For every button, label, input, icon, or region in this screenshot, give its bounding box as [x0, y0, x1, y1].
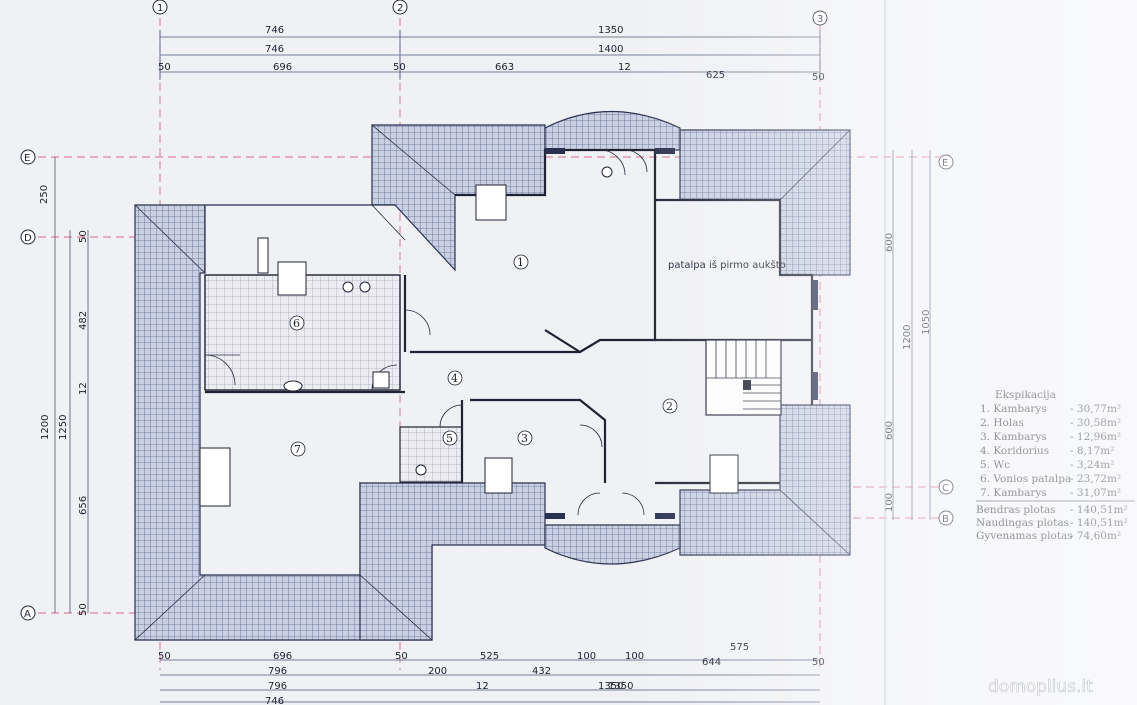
dim-bottom-100-a: 100 — [577, 651, 596, 662]
dim-bottom-50-c: 50 — [812, 657, 825, 668]
legend-total-2-value: - 140,51m² — [1070, 517, 1128, 529]
dim-bottom-50-a: 50 — [158, 651, 171, 662]
legend-total-2-label: Naudingas plotas — [976, 517, 1069, 529]
watermark-text: domoplius.lt — [988, 677, 1093, 697]
stair-room-note: patalpa iš pirmo aukšto — [668, 259, 786, 271]
dim-left-250: 250 — [39, 185, 50, 204]
dim-top-1350: 1350 — [598, 25, 623, 36]
dim-top-50-a: 50 — [158, 62, 171, 73]
legend-item-7-value: - 31,07m² — [1070, 487, 1121, 499]
dim-top-1400: 1400 — [598, 44, 623, 55]
legend-item-6-label: 6. Vonios patalpa — [980, 473, 1071, 485]
legend-total-3-label: Gyvenamas plotas — [976, 530, 1073, 542]
axis-top-2: 2 — [397, 3, 403, 14]
dim-left-50-a: 50 — [78, 230, 89, 243]
legend-item-3-value: - 12,96m² — [1070, 431, 1121, 443]
dim-bottom-525: 525 — [480, 651, 499, 662]
axis-top-1: 1 — [157, 3, 163, 14]
dim-right-600-b: 600 — [884, 421, 895, 440]
room-4-label: 4 — [451, 372, 458, 385]
axis-left-e: E — [24, 153, 30, 164]
dim-top-50-c: 50 — [812, 72, 825, 83]
dim-bottom-12: 12 — [476, 681, 489, 692]
legend-item-5-label: 5. Wc — [980, 459, 1010, 471]
dim-top-625: 625 — [706, 70, 725, 81]
dim-bottom-100-b: 100 — [625, 651, 644, 662]
dim-right-600-a: 600 — [884, 233, 895, 252]
dim-right-100: 100 — [884, 493, 895, 512]
dim-right-1200: 1200 — [902, 325, 913, 350]
dim-right-1050: 1050 — [921, 310, 932, 335]
legend-item-3-label: 3. Kambarys — [980, 431, 1047, 443]
legend-item-5-value: - 3,24m² — [1070, 459, 1114, 471]
dim-bottom-696: 696 — [273, 651, 292, 662]
dim-top-746-a: 746 — [265, 25, 284, 36]
axis-left-a: A — [24, 609, 31, 620]
axis-right-b: B — [942, 514, 949, 525]
dim-bottom-50-b: 50 — [395, 651, 408, 662]
dim-left-12: 12 — [78, 382, 89, 395]
dim-left-1250: 1250 — [58, 415, 69, 440]
dim-left-1200: 1200 — [40, 415, 51, 440]
dim-bottom-796-a: 796 — [268, 666, 287, 677]
legend-item-4-value: - 8,17m² — [1070, 445, 1114, 457]
dim-bottom-644: 644 — [702, 657, 721, 668]
dim-top-746-b: 746 — [265, 44, 284, 55]
legend-item-7-label: 7. Kambarys — [980, 487, 1047, 499]
dim-top-12: 12 — [618, 62, 631, 73]
dim-top-663: 663 — [495, 62, 514, 73]
legend-item-1-value: - 30,77m² — [1070, 403, 1121, 415]
dim-left-656: 656 — [78, 496, 89, 515]
dim-bottom-200: 200 — [428, 666, 447, 677]
legend-item-6-value: - 23,72m² — [1070, 473, 1121, 485]
legend-total-1-value: - 140,51m² — [1070, 504, 1128, 516]
legend-total-1-label: Bendras plotas — [976, 504, 1056, 516]
legend-item-2-value: - 30,58m² — [1070, 417, 1121, 429]
dim-left-50-b: 50 — [78, 603, 89, 616]
room-1-label: 1 — [517, 256, 524, 269]
dim-bottom-432: 432 — [532, 666, 551, 677]
axis-left-d: D — [24, 233, 32, 244]
legend-title: Ekspikacija — [995, 389, 1056, 401]
dim-bottom-1350-b: 1350 — [608, 681, 633, 692]
room-5-label: 5 — [446, 432, 453, 445]
axis-top-3: 3 — [817, 14, 823, 25]
legend-item-4-label: 4. Koridorius — [980, 445, 1049, 457]
axis-right-e: E — [942, 158, 948, 169]
dim-bottom-575: 575 — [730, 642, 749, 653]
room-2-label: 2 — [666, 400, 673, 413]
stairs — [705, 339, 782, 416]
dim-bottom-746: 746 — [265, 696, 284, 705]
legend-item-2-label: 2. Holas — [980, 417, 1024, 429]
dim-bottom-796-b: 796 — [268, 681, 287, 692]
room-3-label: 3 — [521, 432, 528, 445]
dim-top-696: 696 — [273, 62, 292, 73]
room-7-label: 7 — [294, 443, 301, 456]
dim-left-482: 482 — [78, 311, 89, 330]
room-6-label: 6 — [293, 317, 300, 330]
legend-total-3-value: - 74,60m² — [1070, 530, 1121, 542]
legend-item-1-label: 1. Kambarys — [980, 403, 1047, 415]
axis-right-c: C — [942, 483, 949, 494]
dim-top-50-b: 50 — [393, 62, 406, 73]
